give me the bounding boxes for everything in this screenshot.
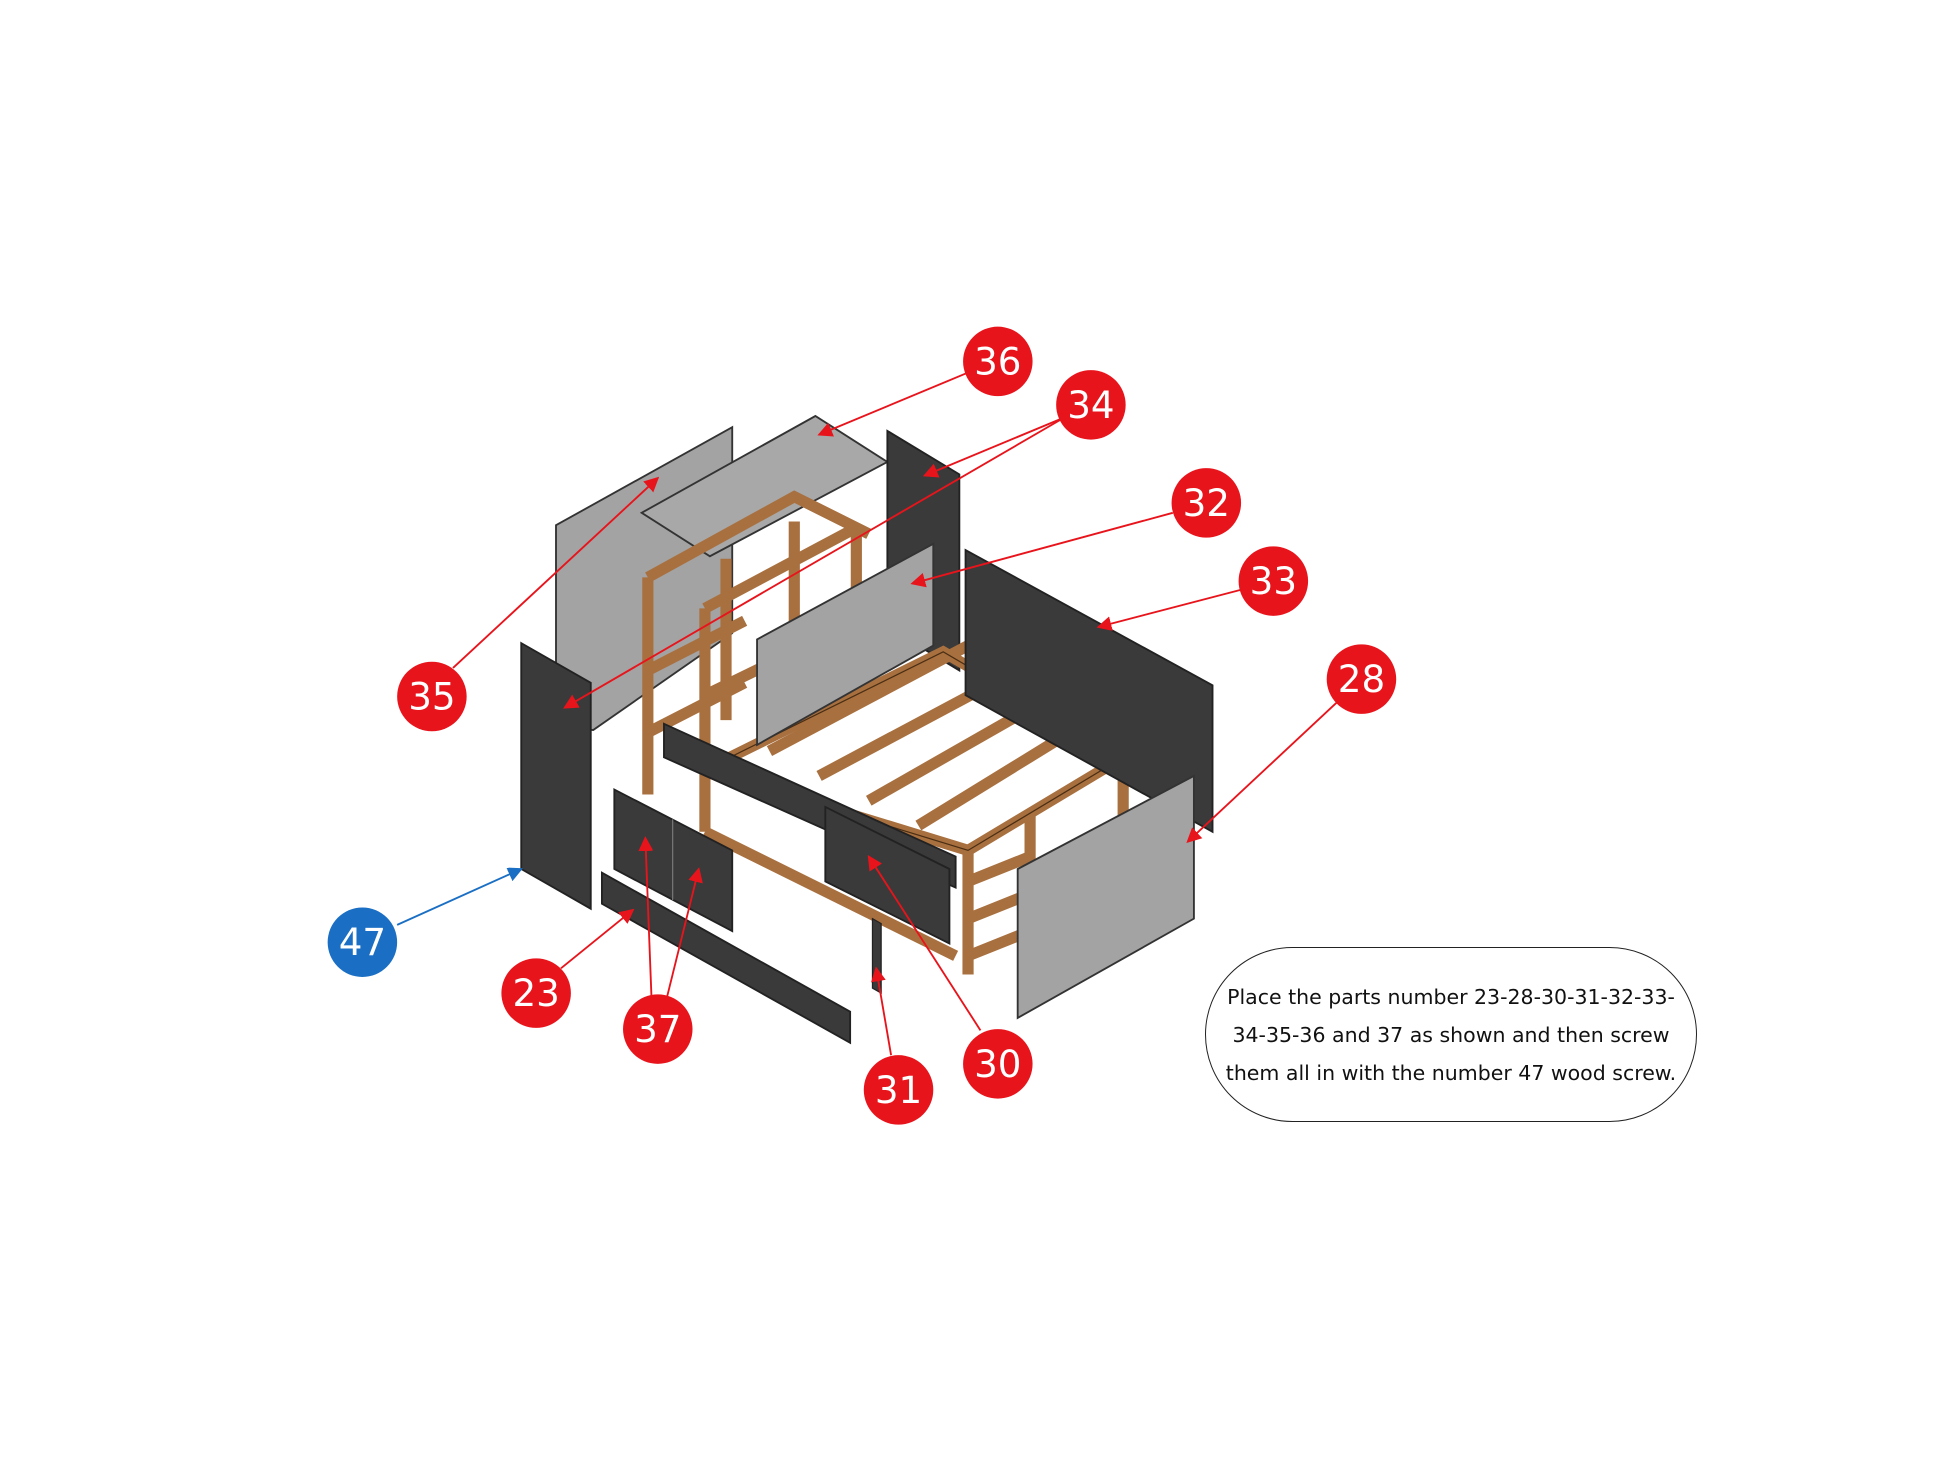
svg-text:31: 31 xyxy=(875,1068,922,1112)
rail-23 xyxy=(600,871,852,1045)
callout-33: 33 xyxy=(1238,546,1309,616)
panel-34-left xyxy=(520,641,592,911)
callout-34: 34 xyxy=(1056,370,1126,440)
callout-35: 35 xyxy=(397,661,467,732)
svg-text:33: 33 xyxy=(1250,559,1297,603)
instruction-text: Place the parts number 23-28-30-31-32-33… xyxy=(1225,984,1677,1085)
drawer-fronts-30 xyxy=(824,805,951,945)
svg-text:28: 28 xyxy=(1338,657,1385,701)
callout-23: 23 xyxy=(501,958,571,1028)
svg-text:34: 34 xyxy=(1067,383,1114,427)
callout-47-screw: 47 xyxy=(327,907,398,977)
instruction-note: Place the parts number 23-28-30-31-32-33… xyxy=(1205,947,1697,1122)
svg-text:37: 37 xyxy=(634,1007,681,1051)
svg-text:23: 23 xyxy=(512,971,559,1015)
svg-text:35: 35 xyxy=(408,674,455,718)
callout-36: 36 xyxy=(963,326,1033,397)
svg-text:32: 32 xyxy=(1183,481,1230,525)
panel-28 xyxy=(1016,774,1195,1020)
callout-31: 31 xyxy=(863,1055,934,1125)
svg-text:30: 30 xyxy=(974,1042,1021,1086)
callout-32: 32 xyxy=(1171,468,1242,538)
panel-33 xyxy=(964,548,1214,834)
panel-32 xyxy=(756,542,935,747)
svg-text:47: 47 xyxy=(339,920,386,964)
part-31 xyxy=(871,917,882,995)
svg-text:36: 36 xyxy=(974,339,1021,383)
callout-37: 37 xyxy=(623,994,693,1064)
callout-30: 30 xyxy=(963,1029,1033,1099)
callout-28: 28 xyxy=(1326,644,1397,714)
